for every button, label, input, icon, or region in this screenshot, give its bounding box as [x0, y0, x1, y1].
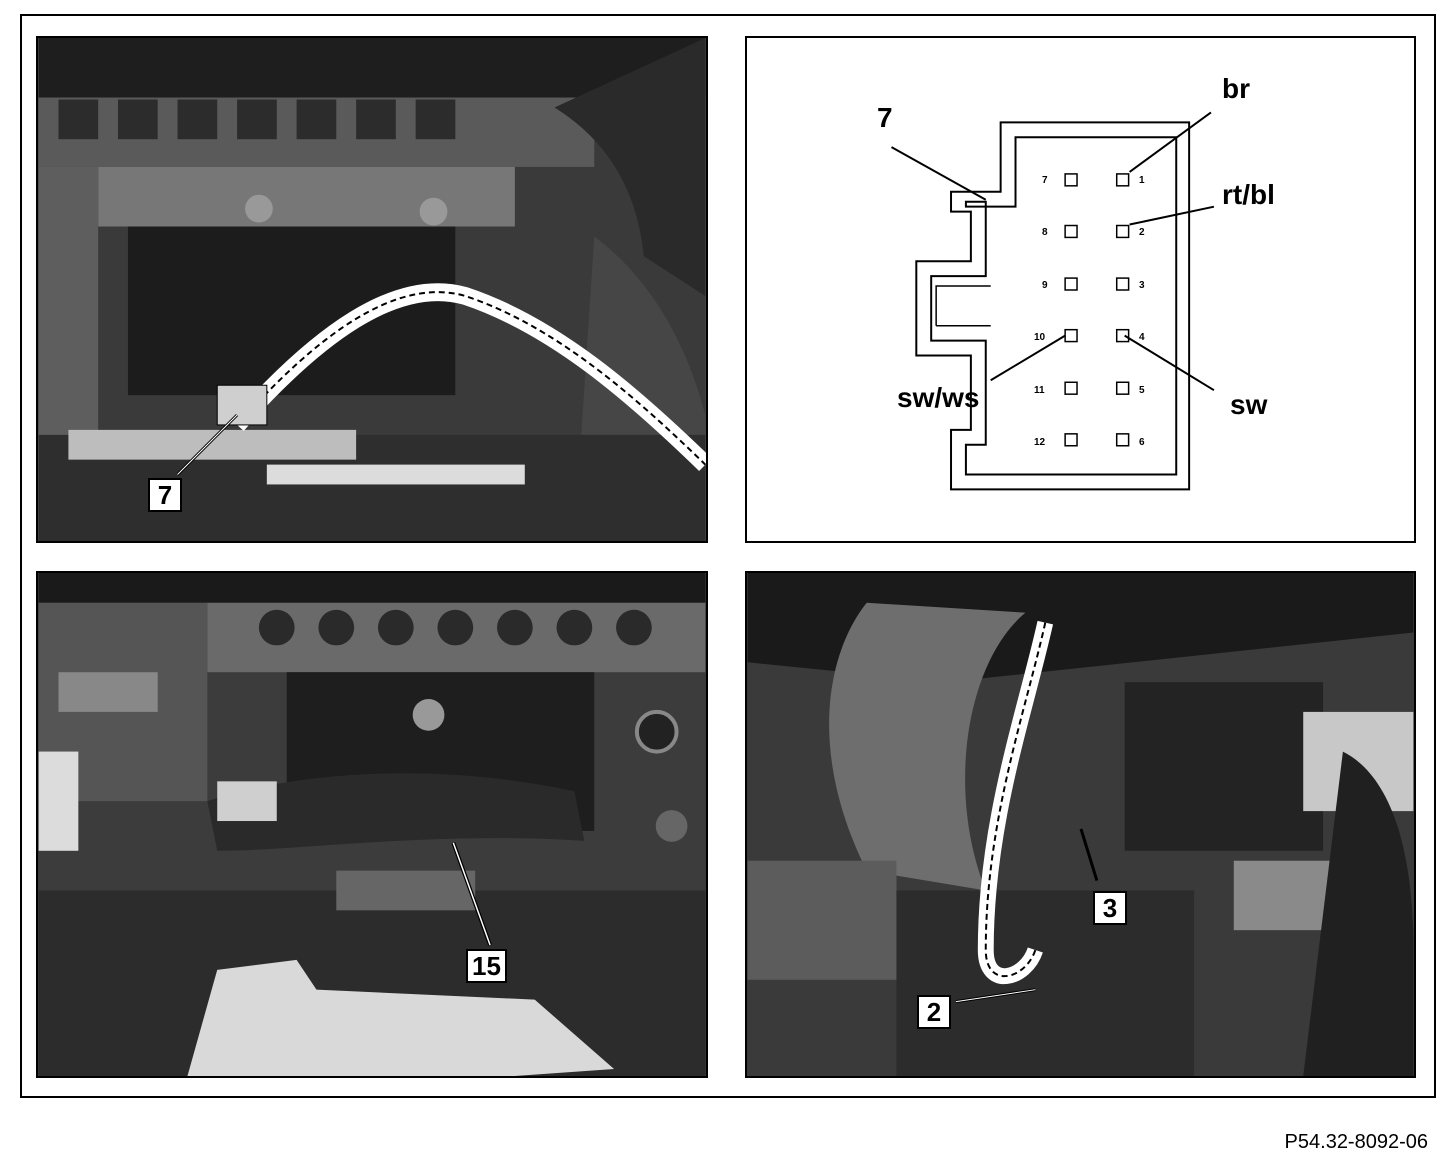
pin-box-7 [1064, 173, 1078, 187]
photo-panel-top-left: 7 [36, 36, 708, 543]
pin-label-5: 5 [1139, 385, 1145, 396]
pin-label-10: 10 [1034, 332, 1046, 343]
pin-label-3: 3 [1139, 280, 1145, 291]
connector-callout-7: 7 [877, 102, 893, 133]
pin-label-1: 1 [1139, 175, 1145, 186]
photo-panel-bottom-left: 15 [36, 571, 708, 1078]
photo-bottom-right [747, 573, 1414, 1076]
figure-code: P54.32-8092-06 [1284, 1131, 1428, 1153]
callout-3: 3 [1093, 891, 1127, 925]
pin-box-2 [1115, 224, 1130, 239]
pin-box-11 [1064, 381, 1078, 395]
pin-label-7: 7 [1042, 175, 1048, 186]
wire-label-br: br [1222, 73, 1250, 104]
pin-label-4: 4 [1139, 332, 1145, 343]
pin-box-8 [1064, 224, 1078, 239]
pin-box-9 [1064, 277, 1078, 291]
connector-outline [891, 111, 1215, 491]
pin-box-6 [1115, 433, 1130, 447]
photo-top-left [38, 38, 706, 541]
wire-label-rt-bl: rt/bl [1222, 179, 1275, 210]
pin-label-8: 8 [1042, 227, 1048, 238]
pin-label-12: 12 [1034, 437, 1046, 448]
pin-label-9: 9 [1042, 280, 1048, 291]
pin-box-4 [1115, 328, 1130, 343]
pin-label-2: 2 [1139, 227, 1145, 238]
callout-7-photo: 7 [148, 478, 182, 512]
pin-box-3 [1115, 277, 1130, 291]
pin-label-6: 6 [1139, 437, 1145, 448]
photo-panel-bottom-right: 3 2 [745, 571, 1416, 1078]
wire-label-sw: sw [1230, 389, 1268, 420]
wire-label-sw-ws: sw/ws [897, 382, 980, 413]
callout-2: 2 [917, 995, 951, 1029]
pin-box-10 [1064, 328, 1078, 343]
callout-15: 15 [466, 949, 507, 983]
pin-box-1 [1115, 173, 1130, 187]
pin-box-5 [1115, 381, 1130, 395]
pin-box-12 [1064, 433, 1078, 447]
photo-bottom-left [38, 573, 706, 1076]
pin-label-11: 11 [1034, 385, 1045, 396]
figure-frame [20, 14, 1436, 1098]
